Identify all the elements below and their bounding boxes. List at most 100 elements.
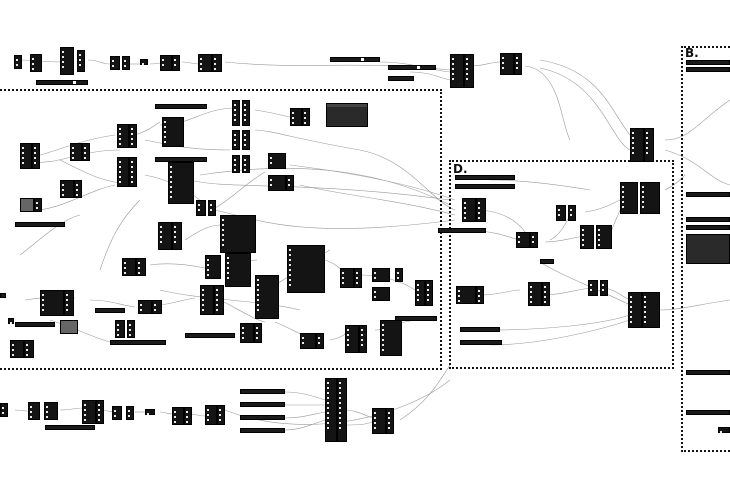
node-port[interactable] — [124, 65, 126, 67]
number-slider[interactable] — [240, 402, 285, 407]
node-port[interactable] — [84, 147, 86, 149]
node-port[interactable] — [304, 122, 306, 124]
number-slider[interactable] — [455, 184, 515, 189]
component-node[interactable] — [74, 180, 82, 198]
number-slider[interactable] — [438, 228, 486, 233]
node-port[interactable] — [222, 224, 224, 226]
node-port[interactable] — [174, 64, 176, 66]
node-port[interactable] — [630, 321, 632, 323]
node-port[interactable] — [347, 329, 349, 331]
node-port[interactable] — [289, 284, 291, 286]
node-port[interactable] — [214, 58, 216, 60]
node-port[interactable] — [417, 299, 419, 301]
node-port[interactable] — [202, 299, 204, 301]
node-port[interactable] — [270, 179, 272, 181]
node-port[interactable] — [388, 417, 390, 419]
node-port[interactable] — [361, 334, 363, 336]
node-port[interactable] — [72, 147, 74, 149]
component-node[interactable] — [34, 198, 42, 212]
node-port[interactable] — [170, 191, 172, 193]
node-port[interactable] — [174, 241, 176, 243]
node-port[interactable] — [198, 209, 200, 211]
node-port[interactable] — [207, 259, 209, 261]
component-node[interactable] — [242, 130, 250, 150]
node-port[interactable] — [598, 239, 600, 241]
component-node[interactable] — [415, 280, 425, 306]
component-node[interactable] — [40, 290, 64, 316]
component-node[interactable] — [718, 427, 730, 433]
component-node[interactable] — [528, 282, 542, 306]
node-port[interactable] — [234, 134, 236, 136]
node-port[interactable] — [374, 417, 376, 419]
node-port[interactable] — [304, 112, 306, 114]
slider-knob[interactable] — [417, 66, 420, 69]
node-port[interactable] — [478, 217, 480, 219]
node-port[interactable] — [219, 414, 221, 416]
node-port[interactable] — [466, 73, 468, 75]
node-port[interactable] — [292, 122, 294, 124]
node-port[interactable] — [339, 402, 341, 404]
node-port[interactable] — [270, 157, 272, 159]
node-port[interactable] — [458, 290, 460, 292]
component-node[interactable] — [127, 320, 135, 338]
node-port[interactable] — [84, 157, 86, 159]
node-port[interactable] — [397, 272, 399, 274]
number-slider[interactable] — [240, 415, 285, 420]
node-port[interactable] — [244, 104, 246, 106]
component-node[interactable] — [184, 407, 192, 425]
node-port[interactable] — [646, 137, 648, 139]
component-node[interactable] — [644, 128, 654, 162]
node-port[interactable] — [257, 289, 259, 291]
node-port[interactable] — [22, 162, 24, 164]
node-port[interactable] — [361, 344, 363, 346]
number-slider[interactable] — [155, 104, 207, 109]
output-panel[interactable] — [20, 198, 34, 212]
node-port[interactable] — [16, 64, 18, 66]
node-port[interactable] — [544, 296, 546, 298]
component-node[interactable] — [136, 258, 146, 276]
node-port[interactable] — [478, 207, 480, 209]
node-port[interactable] — [244, 134, 246, 136]
node-port[interactable] — [198, 204, 200, 206]
output-panel[interactable] — [60, 320, 78, 334]
node-port[interactable] — [257, 294, 259, 296]
node-port[interactable] — [112, 65, 114, 67]
component-node[interactable] — [287, 245, 325, 293]
node-port[interactable] — [119, 171, 121, 173]
node-port[interactable] — [374, 277, 376, 279]
node-port[interactable] — [466, 63, 468, 65]
node-port[interactable] — [84, 152, 86, 154]
node-port[interactable] — [518, 236, 520, 238]
component-node[interactable] — [395, 268, 403, 282]
component-node[interactable] — [372, 287, 390, 301]
component-node[interactable] — [254, 323, 262, 343]
number-slider[interactable] — [455, 175, 515, 180]
node-port[interactable] — [327, 387, 329, 389]
node-port[interactable] — [138, 267, 140, 269]
node-port[interactable] — [42, 299, 44, 301]
node-port[interactable] — [452, 78, 454, 80]
node-port[interactable] — [582, 234, 584, 236]
node-port[interactable] — [464, 202, 466, 204]
node-port[interactable] — [644, 316, 646, 318]
node-port[interactable] — [582, 244, 584, 246]
node-port[interactable] — [289, 274, 291, 276]
node-port[interactable] — [244, 169, 246, 171]
component-node[interactable] — [456, 286, 476, 304]
node-port[interactable] — [76, 184, 78, 186]
node-port[interactable] — [174, 59, 176, 61]
node-port[interactable] — [131, 161, 133, 163]
node-port[interactable] — [164, 136, 166, 138]
number-slider[interactable] — [15, 222, 65, 227]
component-node[interactable] — [340, 268, 354, 288]
node-port[interactable] — [207, 419, 209, 421]
node-port[interactable] — [644, 301, 646, 303]
node-port[interactable] — [140, 309, 142, 311]
node-port[interactable] — [186, 416, 188, 418]
component-node[interactable] — [628, 292, 642, 328]
node-port[interactable] — [516, 57, 518, 59]
component-node[interactable] — [240, 323, 254, 343]
node-port[interactable] — [256, 332, 258, 334]
node-port[interactable] — [210, 209, 212, 211]
component-node[interactable] — [232, 155, 240, 173]
